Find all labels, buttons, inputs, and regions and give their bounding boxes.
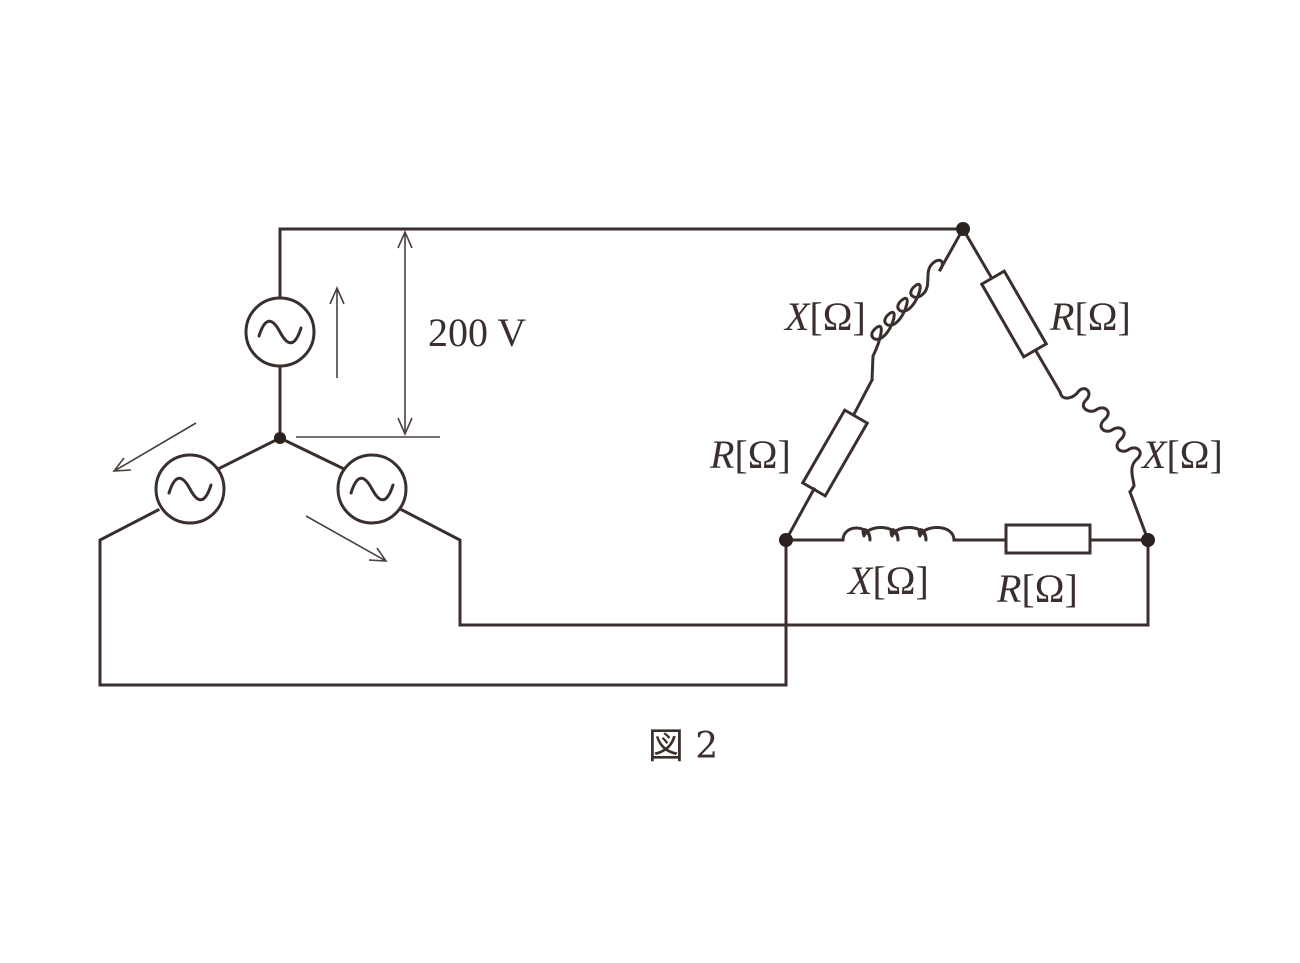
arrow-icon [305,515,388,562]
resistor-icon [1004,523,1092,555]
ac-source-b [154,453,226,525]
junctions [274,222,1155,547]
wiring [98,227,1150,687]
label-bottom-r: R[Ω] [996,566,1078,611]
line-b-wire [98,507,788,687]
voltage-indicator: 200 V [397,230,526,436]
arrow-icon [329,286,345,378]
neutral-to-source-b-wire [217,435,283,471]
neutral-to-source-c-wire [277,435,345,471]
label-left-r: R[Ω] [709,432,791,477]
arrow-icon [112,422,197,472]
resistor-icon [979,269,1049,359]
junction-dot-icon [274,432,286,444]
inductor-icon [1058,387,1142,493]
inductor-icon [841,526,956,542]
junction-dot-icon [779,533,793,547]
line-c-wire [399,507,1150,627]
source-arrows [112,286,388,562]
label-bottom-x: X[Ω] [846,558,929,603]
ac-source-c [336,453,408,525]
component-labels: X[Ω] R[Ω] R[Ω] X[Ω] X[Ω] R[Ω] [709,294,1223,611]
line-a-wire [278,227,965,302]
delta-load [783,226,1150,555]
ac-source-a [244,296,316,368]
label-top-right-r: R[Ω] [1049,294,1131,339]
junction-dot-icon [1141,533,1155,547]
voltage-label: 200 V [428,310,526,355]
figure-caption: 図 2 [648,726,718,767]
inductor-icon [870,258,944,381]
label-right-x: X[Ω] [1140,432,1223,477]
resistor-icon [800,408,870,498]
junction-dot-icon [956,222,970,236]
label-top-left-x: X[Ω] [783,294,866,339]
